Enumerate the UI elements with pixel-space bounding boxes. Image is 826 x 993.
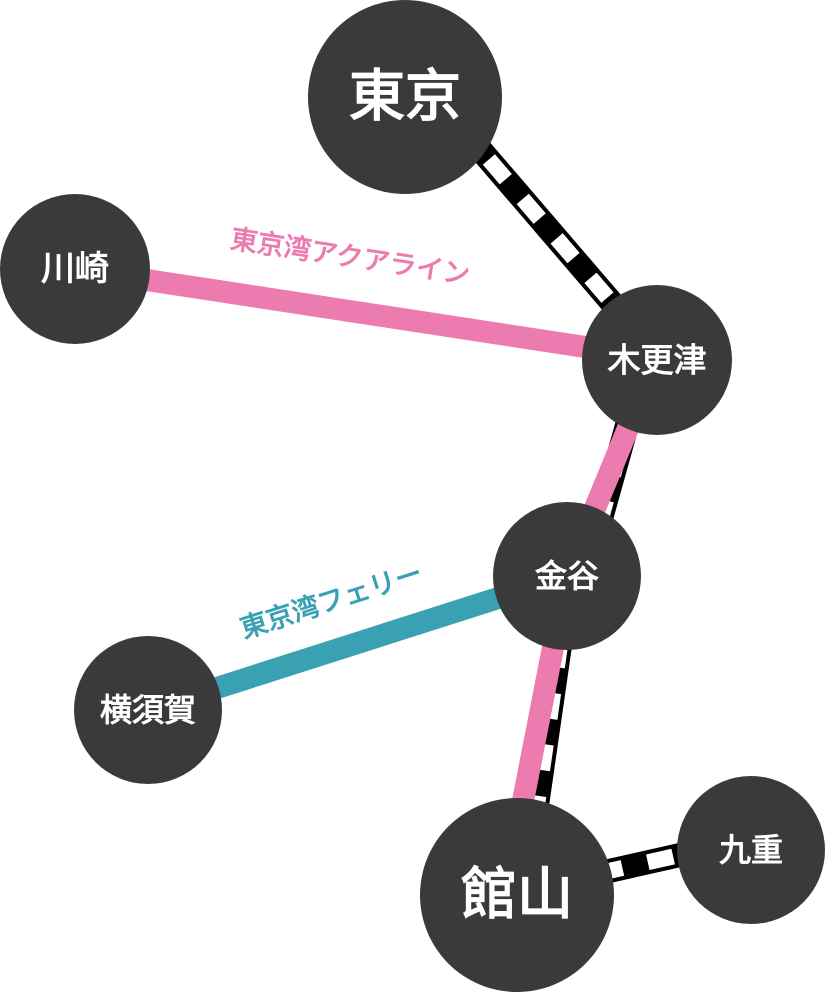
aqualine-label: 東京湾アクアライン: [228, 223, 472, 291]
station-tokyo[interactable]: 東京: [308, 0, 502, 194]
station-label-tateyama: 館山: [461, 863, 573, 928]
station-label-kujuu: 九重: [719, 831, 783, 869]
station-yokosuka[interactable]: 横須賀: [74, 636, 222, 784]
station-label-tokyo: 東京: [349, 65, 461, 130]
station-label-yokosuka: 横須賀: [100, 691, 196, 729]
aqualine-route: [73, 258, 673, 896]
station-kujuu[interactable]: 九重: [677, 776, 825, 924]
station-kisarazu[interactable]: 木更津: [582, 285, 732, 435]
station-tateyama[interactable]: 館山: [420, 798, 614, 992]
station-kawasaki[interactable]: 川崎: [0, 194, 150, 344]
station-label-kawasaki: 川崎: [41, 249, 109, 289]
station-kanaya[interactable]: 金谷: [493, 502, 641, 650]
station-label-kisarazu: 木更津: [607, 341, 707, 380]
station-label-kanaya: 金谷: [534, 557, 599, 595]
